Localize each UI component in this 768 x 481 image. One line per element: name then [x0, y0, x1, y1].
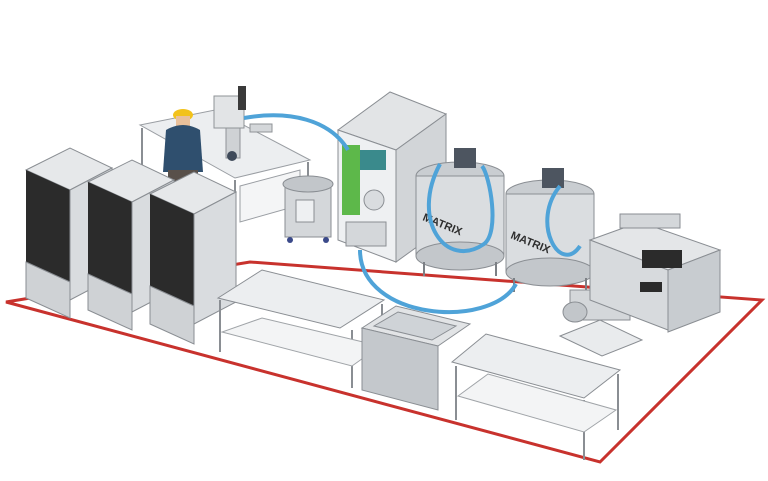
front-table-left — [216, 269, 386, 388]
cooking-kettle — [282, 175, 334, 243]
front-table-right — [450, 333, 622, 460]
mixing-tank-2: MATRIX — [505, 168, 595, 292]
hose-filler-to-freezer — [243, 113, 350, 152]
sink-unit — [360, 305, 472, 411]
filling-machine — [213, 86, 273, 161]
blast-freezer-3 — [148, 171, 238, 345]
hose-tank1-loop — [426, 163, 495, 253]
hose-tank2-loop — [545, 184, 582, 257]
hose-freezer-to-tank — [358, 249, 518, 314]
hoses — [243, 113, 582, 314]
pasteurizer-machine — [588, 213, 722, 333]
